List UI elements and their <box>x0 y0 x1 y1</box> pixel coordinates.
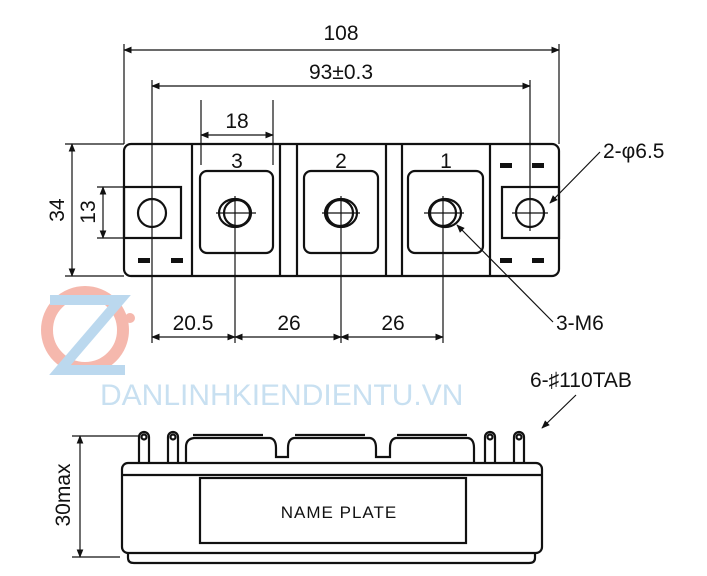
dim-height: 34 <box>46 198 69 222</box>
name-plate <box>198 476 468 545</box>
terminal-label-3: 3 <box>231 150 243 173</box>
dim-overall-width: 108 <box>323 22 358 45</box>
watermark-logo <box>41 286 135 375</box>
terminal-3 <box>198 169 275 255</box>
dim-spacing-2: 26 <box>277 312 300 335</box>
dim-spacing-1: 20.5 <box>173 312 214 335</box>
dim-terminal-width: 18 <box>225 110 248 133</box>
dim-spacing-3: 26 <box>381 312 404 335</box>
name-plate-text: NAME PLATE <box>281 503 397 522</box>
terminal-label-2: 2 <box>335 150 347 173</box>
side-view: NAME PLATE <box>120 430 544 565</box>
callout-mount-holes: 2-φ6.5 <box>603 140 664 163</box>
callout-tabs: 6-♯110TAB <box>530 369 632 392</box>
callout-screws: 3-M6 <box>556 312 604 335</box>
dim-max-height: 30max <box>52 463 75 527</box>
watermark-text: DANLINHKIENDIENTU.VN <box>100 379 463 412</box>
dim-mount-pitch: 93±0.3 <box>309 61 373 84</box>
dim-mount-square: 13 <box>77 200 100 223</box>
dimension-lines <box>65 44 601 558</box>
terminal-label-1: 1 <box>440 150 452 173</box>
